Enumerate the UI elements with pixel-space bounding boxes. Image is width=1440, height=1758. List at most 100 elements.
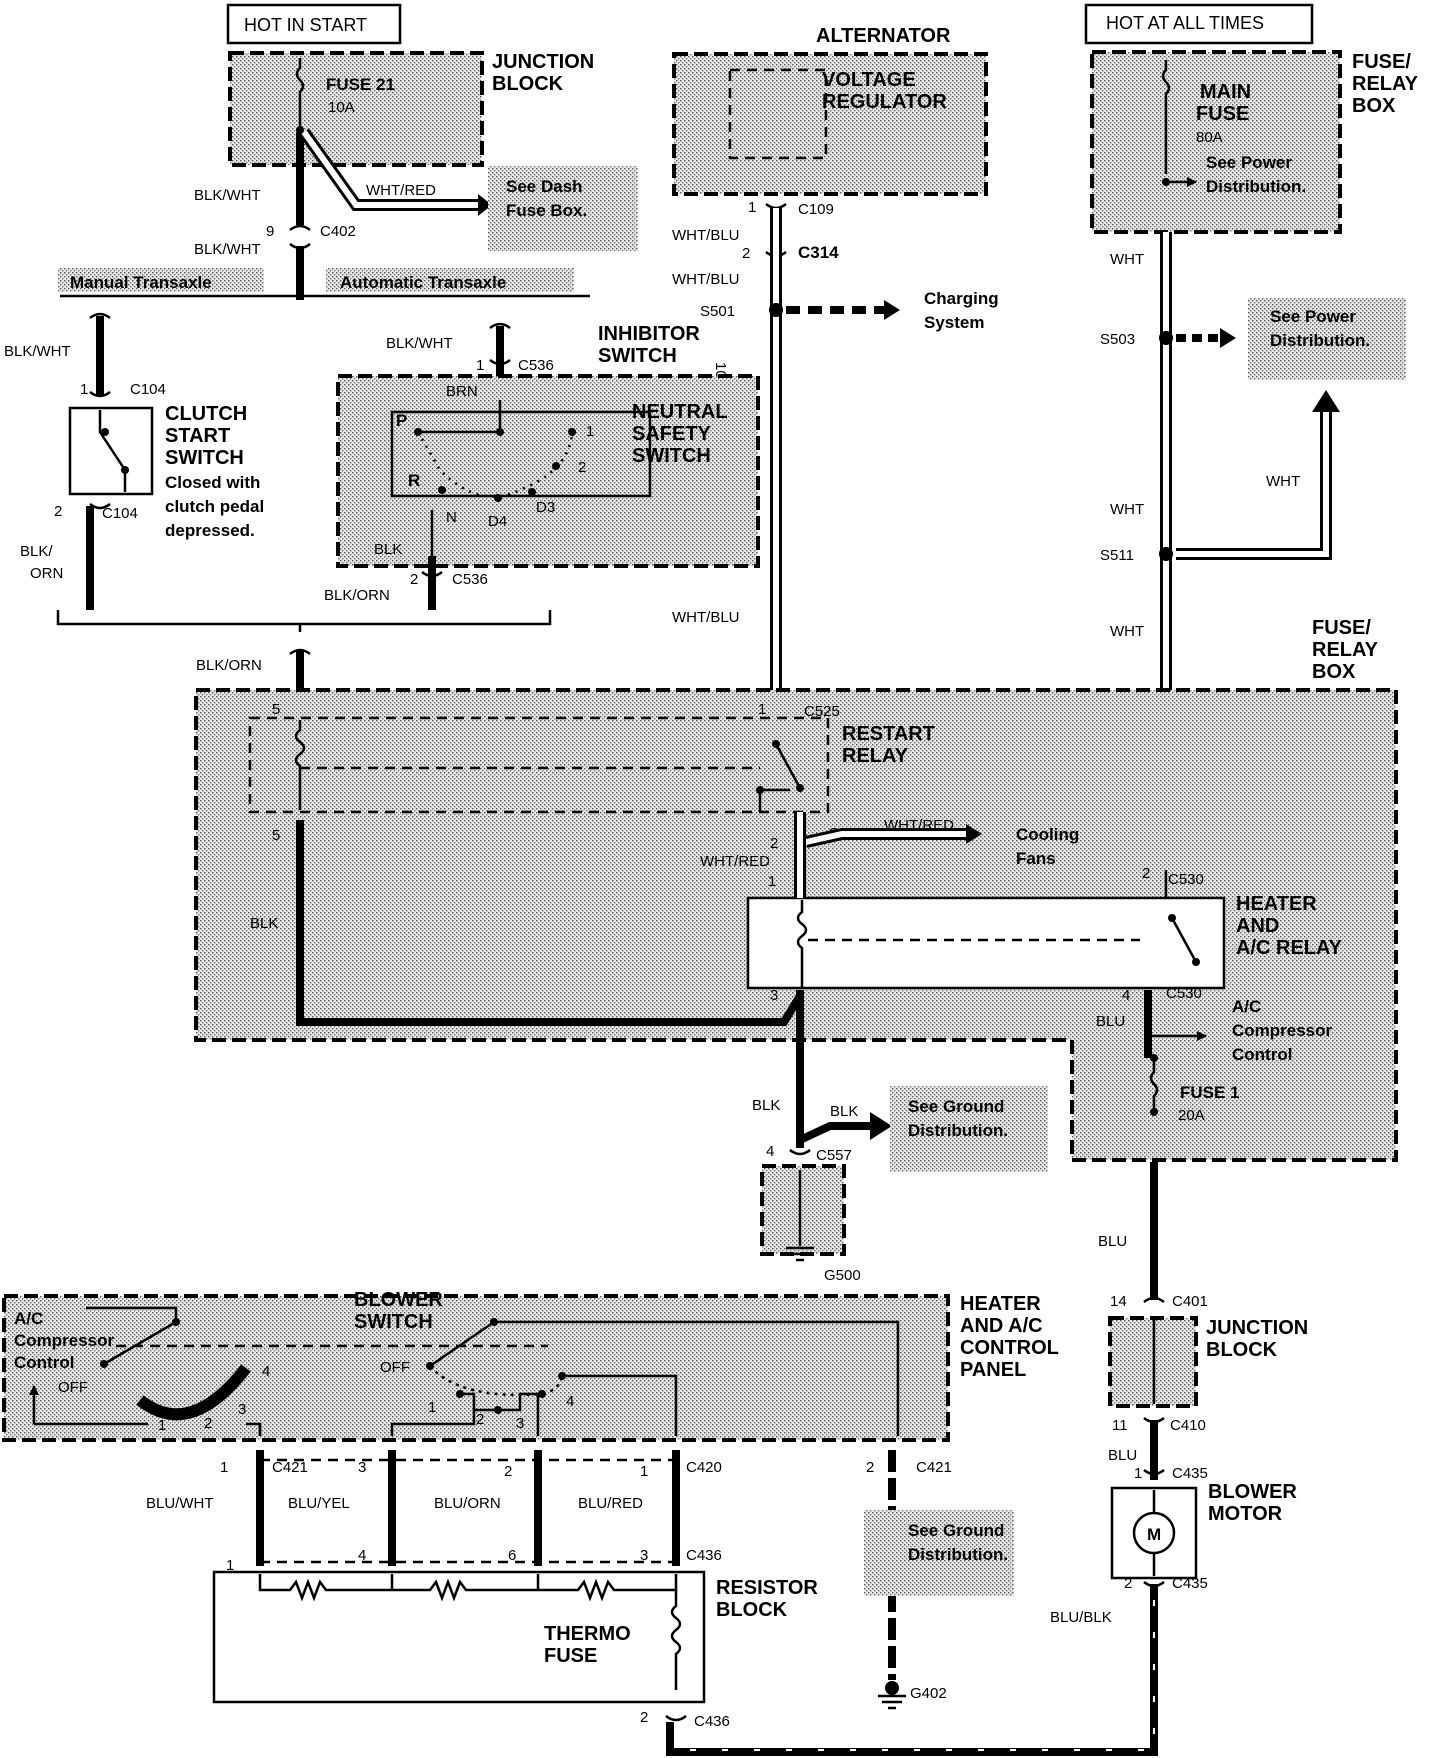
- svg-text:JUNCTION: JUNCTION: [1206, 1317, 1308, 1339]
- svg-text:NEUTRAL: NEUTRAL: [632, 401, 728, 423]
- svg-text:RELAY: RELAY: [1312, 639, 1379, 661]
- svg-text:5: 5: [272, 701, 280, 718]
- junction-block-bottom: JUNCTION BLOCK: [1108, 1316, 1308, 1408]
- svg-text:AND A/C: AND A/C: [960, 1315, 1043, 1337]
- svg-text:BOX: BOX: [1312, 661, 1356, 683]
- svg-text:C436: C436: [694, 1713, 730, 1730]
- svg-text:Distribution.: Distribution.: [1206, 177, 1306, 196]
- svg-text:BLU: BLU: [1096, 1013, 1125, 1030]
- svg-text:BLK/WHT: BLK/WHT: [4, 343, 71, 360]
- svg-text:HOT IN START: HOT IN START: [244, 15, 367, 35]
- svg-text:A/C RELAY: A/C RELAY: [1236, 937, 1343, 959]
- svg-text:2: 2: [770, 835, 778, 852]
- svg-text:2: 2: [1124, 1575, 1132, 1592]
- svg-text:2: 2: [742, 245, 750, 262]
- svg-text:1: 1: [226, 1557, 234, 1574]
- svg-text:See Ground: See Ground: [908, 1097, 1004, 1116]
- svg-text:FUSE: FUSE: [544, 1645, 597, 1667]
- ac-compressor-control-ref: A/C: [1232, 997, 1261, 1016]
- svg-text:START: START: [165, 425, 230, 447]
- svg-text:BLK/: BLK/: [20, 543, 53, 560]
- svg-text:C401: C401: [1172, 1293, 1208, 1310]
- svg-text:RESISTOR: RESISTOR: [716, 1577, 818, 1599]
- svg-text:See Ground: See Ground: [908, 1521, 1004, 1540]
- svg-text:BLOCK: BLOCK: [492, 73, 564, 95]
- svg-text:P: P: [396, 411, 407, 430]
- svg-text:C402: C402: [320, 223, 356, 240]
- svg-text:WHT: WHT: [1110, 251, 1144, 268]
- svg-text:RELAY: RELAY: [1352, 73, 1419, 95]
- svg-text:Control: Control: [14, 1353, 74, 1372]
- svg-text:C109: C109: [798, 201, 834, 218]
- svg-text:See Dash: See Dash: [506, 177, 583, 196]
- svg-text:SWITCH: SWITCH: [632, 445, 711, 467]
- svg-text:CLUTCH: CLUTCH: [165, 403, 247, 425]
- svg-text:Distribution.: Distribution.: [908, 1121, 1008, 1140]
- svg-text:BLU/ORN: BLU/ORN: [434, 1495, 501, 1512]
- svg-text:80A: 80A: [1196, 129, 1223, 146]
- svg-text:Compressor: Compressor: [14, 1331, 115, 1350]
- svg-text:WHT: WHT: [1110, 623, 1144, 640]
- svg-text:2: 2: [1142, 865, 1150, 882]
- svg-text:5: 5: [272, 827, 280, 844]
- svg-text:D3: D3: [536, 499, 555, 516]
- svg-text:WHT/RED: WHT/RED: [700, 853, 770, 870]
- svg-text:BLU: BLU: [1098, 1233, 1127, 1250]
- svg-text:2: 2: [204, 1415, 212, 1432]
- svg-text:RELAY: RELAY: [842, 745, 909, 767]
- svg-text:4: 4: [566, 1393, 574, 1410]
- svg-text:FUSE/: FUSE/: [1352, 51, 1411, 73]
- svg-text:PANEL: PANEL: [960, 1359, 1026, 1381]
- svg-text:10A: 10A: [328, 99, 355, 116]
- svg-text:C536: C536: [452, 571, 488, 588]
- svg-text:WHT/BLU: WHT/BLU: [672, 271, 740, 288]
- svg-text:C421: C421: [272, 1459, 308, 1476]
- svg-text:FUSE 1: FUSE 1: [1180, 1083, 1240, 1102]
- svg-text:C536: C536: [518, 357, 554, 374]
- svg-text:INHIBITOR: INHIBITOR: [598, 323, 700, 345]
- see-ground-distribution-ref-2: See Ground Distribution.: [864, 1510, 1014, 1596]
- svg-text:1: 1: [428, 1399, 436, 1416]
- svg-text:See Power: See Power: [1270, 307, 1356, 326]
- charging-system-ref: Charging: [924, 289, 999, 308]
- svg-text:BLU/WHT: BLU/WHT: [146, 1495, 214, 1512]
- svg-text:1: 1: [476, 357, 484, 374]
- svg-text:THERMO: THERMO: [544, 1623, 631, 1645]
- svg-text:BRN: BRN: [446, 383, 478, 400]
- svg-text:RESTART: RESTART: [842, 723, 935, 745]
- svg-text:OFF: OFF: [380, 1359, 410, 1376]
- svg-text:11: 11: [1112, 1417, 1128, 1434]
- svg-text:9: 9: [266, 223, 274, 240]
- svg-text:1: 1: [1134, 1465, 1142, 1482]
- svg-text:See Power: See Power: [1206, 153, 1292, 172]
- svg-text:2: 2: [476, 1411, 484, 1428]
- svg-text:Compressor: Compressor: [1232, 1021, 1333, 1040]
- svg-text:FUSE 21: FUSE 21: [326, 75, 395, 94]
- junction-block-top: FUSE 21 10A JUNCTION BLOCK: [228, 51, 594, 167]
- svg-text:HOT AT ALL TIMES: HOT AT ALL TIMES: [1106, 13, 1264, 33]
- svg-text:4: 4: [766, 1143, 774, 1160]
- blower-motor: M BLOWER MOTOR: [1110, 1481, 1297, 1580]
- svg-text:1: 1: [586, 423, 594, 440]
- svg-text:S503: S503: [1100, 331, 1135, 348]
- svg-text:1: 1: [758, 701, 766, 718]
- svg-text:2: 2: [640, 1709, 648, 1726]
- svg-text:BLOCK: BLOCK: [716, 1599, 788, 1621]
- svg-text:1: 1: [80, 381, 88, 398]
- svg-text:2: 2: [866, 1459, 874, 1476]
- svg-text:Closed with: Closed with: [165, 473, 260, 492]
- svg-text:WHT: WHT: [1266, 473, 1300, 490]
- svg-text:BLK/ORN: BLK/ORN: [196, 657, 262, 674]
- inhibitor-switch: BRN P R N D4 D3 2 1 NEUTRAL SAFETY SWITC…: [336, 374, 760, 568]
- svg-text:depressed.: depressed.: [165, 521, 255, 540]
- svg-text:14: 14: [1110, 1293, 1127, 1310]
- svg-text:C530: C530: [1168, 871, 1204, 888]
- ground-g500: G500: [760, 1164, 861, 1284]
- svg-text:A/C: A/C: [14, 1309, 43, 1328]
- svg-text:2: 2: [410, 571, 418, 588]
- svg-text:HEATER: HEATER: [1236, 893, 1317, 915]
- svg-text:S511: S511: [1100, 547, 1134, 564]
- alternator: VOLTAGE REGULATOR: [672, 52, 988, 196]
- svg-text:C314: C314: [798, 243, 839, 262]
